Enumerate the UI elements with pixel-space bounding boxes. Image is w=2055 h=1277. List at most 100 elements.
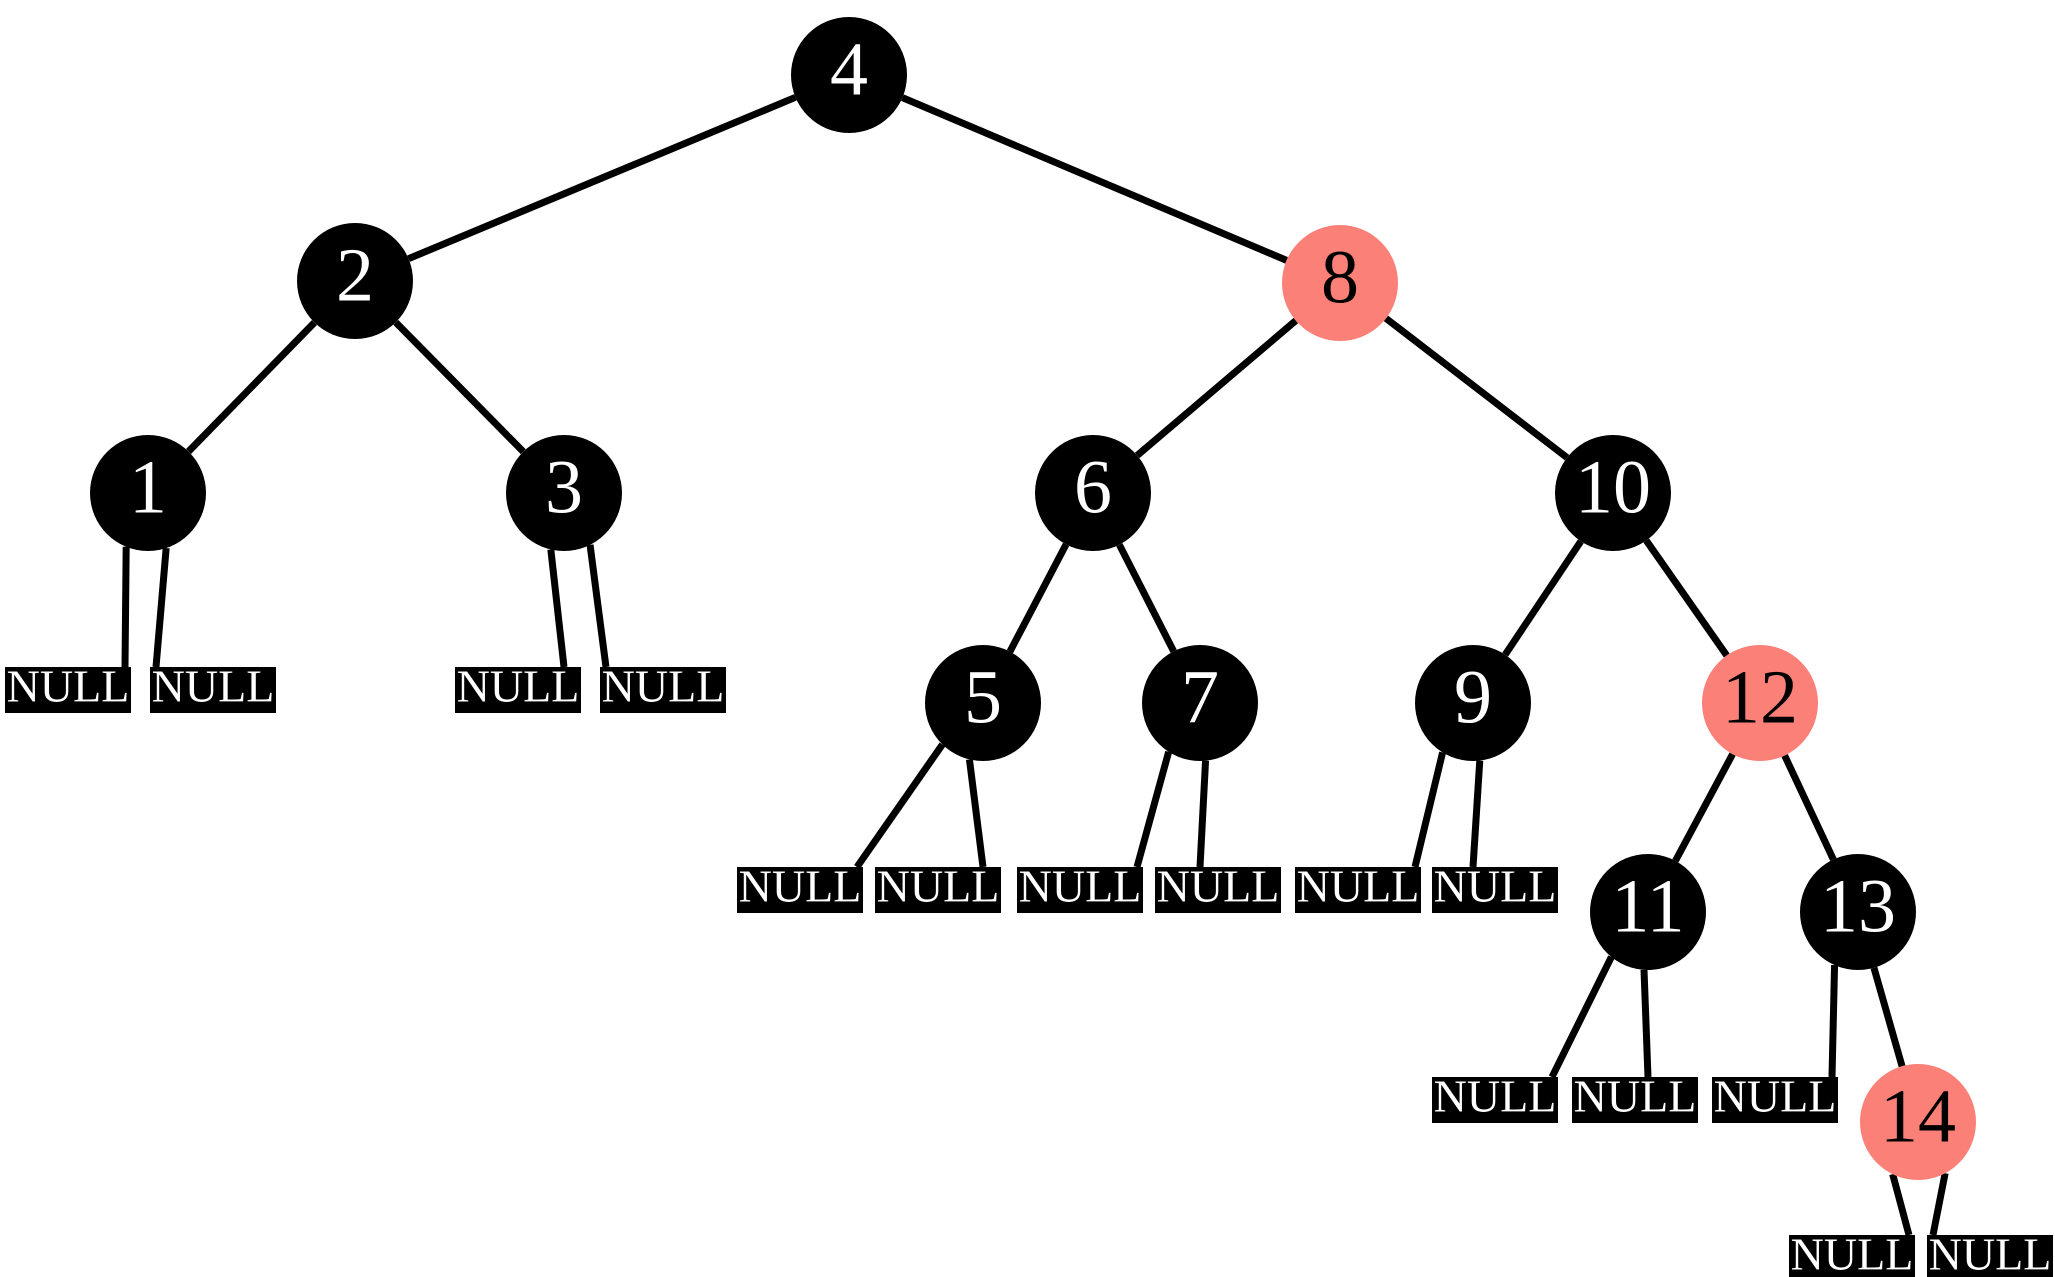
node-label-12: 12 [1722, 655, 1798, 739]
tree-edge-n10-n12 [1643, 538, 1730, 658]
edges-layer [121, 94, 1949, 1236]
tree-node-10[interactable]: 10 [1555, 435, 1671, 551]
null-leaf-x2: NULL [150, 661, 276, 713]
tree-edge-n8-n6 [1134, 317, 1299, 459]
null-box-label: NULL [1434, 861, 1557, 912]
null-box-rect [1295, 867, 1421, 913]
node-label-5: 5 [964, 655, 1002, 739]
null-leaf-x14: NULL [1789, 1229, 1915, 1277]
tree-node-2[interactable]: 2 [297, 223, 413, 339]
tree-node-3[interactable]: 3 [506, 435, 622, 551]
node-circle-3 [506, 435, 622, 551]
tree-edge-n5-x5 [854, 742, 946, 870]
node-label-2: 2 [336, 233, 374, 317]
tree-edge-n12-n11 [1672, 752, 1736, 863]
tree-node-8[interactable]: 8 [1282, 225, 1398, 341]
null-box-rect [1432, 867, 1558, 913]
null-leaf-x15: NULL [1927, 1229, 2053, 1277]
node-label-3: 3 [545, 445, 583, 529]
null-box-label: NULL [1574, 1071, 1697, 1122]
node-circle-10 [1555, 435, 1671, 551]
tree-edge-n9-x9 [1411, 751, 1447, 868]
node-circle-12 [1702, 645, 1818, 761]
null-leaf-x4: NULL [600, 661, 726, 713]
null-box-rect [1712, 1077, 1838, 1123]
null-box-rect [1572, 1077, 1698, 1123]
tree-node-7[interactable]: 7 [1142, 645, 1258, 761]
null-leaf-x1: NULL [5, 661, 131, 713]
tree-edge-n14-x14 [1889, 1173, 1913, 1236]
null-leaf-x13: NULL [1712, 1071, 1838, 1123]
null-leaf-x7: NULL [1017, 861, 1143, 913]
null-box-rect [1432, 1077, 1558, 1123]
null-box-rect [600, 667, 726, 713]
node-circle-5 [925, 645, 1041, 761]
tree-edge-n4-n2 [407, 94, 797, 262]
tree-edge-n14-x15 [1929, 1172, 1949, 1236]
tree-edge-n13-n14 [1870, 966, 1906, 1068]
null-box-label: NULL [1434, 1071, 1557, 1122]
tree-edge-n6-n5 [1006, 542, 1070, 654]
tree-node-1[interactable]: 1 [90, 435, 206, 551]
null-leaf-x9: NULL [1295, 861, 1421, 913]
node-circle-9 [1415, 645, 1531, 761]
node-label-9: 9 [1454, 655, 1492, 739]
tree-edge-n7-x8 [1196, 760, 1210, 868]
node-label-4: 4 [830, 27, 868, 111]
tree-node-14[interactable]: 14 [1860, 1064, 1976, 1180]
null-box-label: NULL [1019, 861, 1142, 912]
null-box-label: NULL [1791, 1229, 1914, 1277]
null-box-rect [1789, 1235, 1915, 1277]
tree-edge-n3-x3 [547, 549, 568, 668]
tree-edge-n12-n13 [1781, 754, 1837, 861]
node-circle-4 [791, 17, 907, 133]
tree-edge-n7-x7 [1133, 750, 1173, 868]
tree-node-9[interactable]: 9 [1415, 645, 1531, 761]
node-label-14: 14 [1880, 1074, 1956, 1158]
node-circle-7 [1142, 645, 1258, 761]
node-circle-2 [297, 223, 413, 339]
tree-node-13[interactable]: 13 [1800, 854, 1916, 970]
node-circle-1 [90, 435, 206, 551]
tree-node-4[interactable]: 4 [791, 17, 907, 133]
tree-edge-n4-n8 [901, 94, 1288, 264]
null-leaf-x10: NULL [1432, 861, 1558, 913]
null-box-label: NULL [7, 661, 130, 712]
null-box-label: NULL [1714, 1071, 1837, 1122]
tree-edge-n11-x12 [1640, 969, 1652, 1078]
null-leaf-x8: NULL [1155, 861, 1281, 913]
null-box-rect [5, 667, 131, 713]
node-label-6: 6 [1074, 445, 1112, 529]
null-box-rect [455, 667, 581, 713]
null-box-label: NULL [1929, 1229, 2052, 1277]
node-circle-13 [1800, 854, 1916, 970]
tree-node-5[interactable]: 5 [925, 645, 1041, 761]
tree-edge-n2-n1 [186, 320, 317, 454]
tree-node-6[interactable]: 6 [1035, 435, 1151, 551]
node-label-1: 1 [129, 445, 167, 529]
tree-node-12[interactable]: 12 [1702, 645, 1818, 761]
null-box-rect [737, 867, 863, 913]
tree-edge-n1-x2 [152, 547, 170, 668]
tree-edge-n6-n7 [1116, 543, 1177, 653]
null-box-rect [1155, 867, 1281, 913]
node-label-7: 7 [1181, 655, 1219, 739]
tree-node-11[interactable]: 11 [1590, 854, 1706, 970]
null-box-label: NULL [739, 861, 862, 912]
null-box-rect [1927, 1235, 2053, 1277]
tree-edge-n9-x10 [1469, 760, 1484, 868]
null-box-rect [1017, 867, 1143, 913]
null-box-rect [875, 867, 1001, 913]
null-box-rect [150, 667, 276, 713]
tree-edge-n10-n9 [1502, 539, 1584, 657]
node-circle-14 [1860, 1064, 1976, 1180]
tree-edge-n13-x13 [1828, 964, 1839, 1078]
null-leaf-x12: NULL [1572, 1071, 1698, 1123]
null-box-label: NULL [602, 661, 725, 712]
node-label-11: 11 [1611, 864, 1684, 948]
node-circle-11 [1590, 854, 1706, 970]
node-label-10: 10 [1575, 445, 1651, 529]
